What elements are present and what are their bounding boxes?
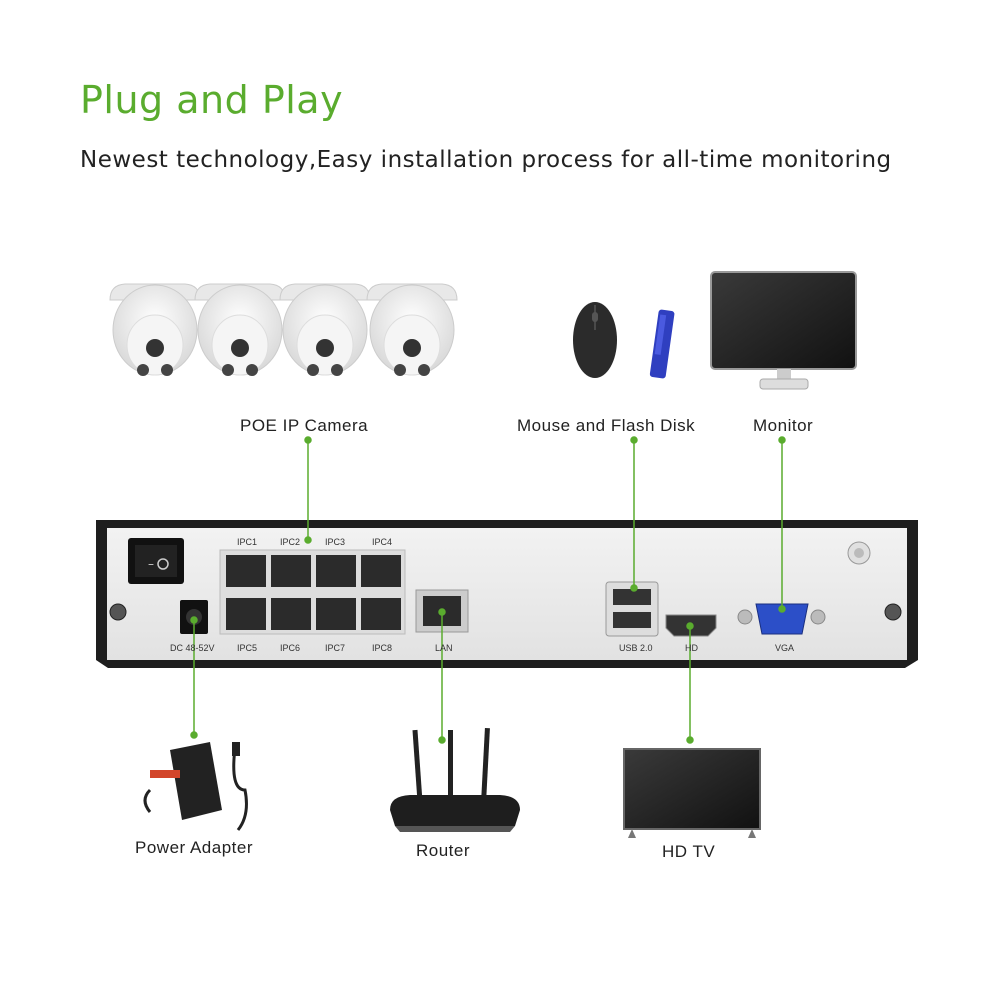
tv-icon	[623, 748, 761, 838]
svg-text:–: –	[148, 557, 154, 571]
monitor-label: Monitor	[753, 416, 814, 435]
power-adapter-label: Power Adapter	[135, 838, 254, 857]
port-label-ipc1: IPC1	[237, 537, 258, 547]
tv-label: HD TV	[662, 842, 716, 861]
page-subtitle: Newest technology,Easy installation proc…	[80, 147, 892, 173]
camera-icon	[366, 283, 458, 376]
port-label-ipc8: IPC8	[372, 643, 393, 653]
camera-group	[109, 283, 458, 376]
port-label-ipc2: IPC2	[280, 537, 301, 547]
port-label-dc: DC 48-52V	[170, 643, 215, 653]
poe-ports	[219, 549, 406, 635]
power-adapter-icon	[143, 742, 248, 831]
camera-icon	[194, 283, 286, 376]
router-icon	[390, 727, 520, 832]
port-label-lan: LAN	[435, 643, 453, 653]
camera-icon	[109, 283, 201, 376]
mouse-icon	[573, 302, 617, 378]
port-label-ipc3: IPC3	[325, 537, 346, 547]
port-label-vga: VGA	[775, 643, 795, 653]
port-label-ipc5: IPC5	[237, 643, 258, 653]
monitor-icon	[710, 271, 857, 390]
camera-icon	[279, 283, 371, 376]
port-label-ipc6: IPC6	[280, 643, 301, 653]
port-label-hd: HD	[685, 643, 698, 653]
connector-lines	[190, 436, 786, 744]
mouse-flash-label: Mouse and Flash Disk	[517, 416, 696, 435]
port-label-usb: USB 2.0	[619, 643, 653, 653]
port-label-ipc7: IPC7	[325, 643, 346, 653]
camera-label: POE IP Camera	[240, 416, 369, 435]
nvr-device: –	[96, 520, 918, 668]
router-label: Router	[416, 841, 471, 860]
flash-disk-icon	[649, 309, 675, 379]
page-title: Plug and Play	[80, 78, 344, 122]
port-label-ipc4: IPC4	[372, 537, 393, 547]
vga-port	[737, 603, 826, 635]
